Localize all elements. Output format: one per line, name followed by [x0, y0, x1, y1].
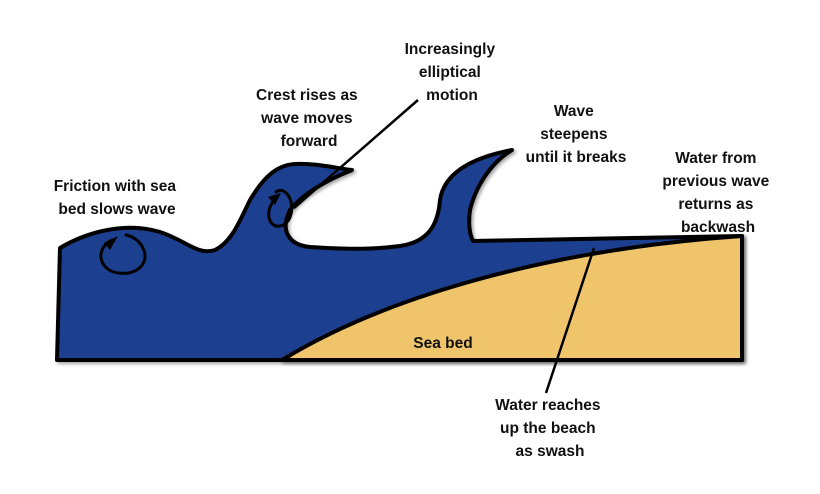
- swash-leader-line: [544, 247, 596, 394]
- swash-label: Water reaches up the beach as swash: [495, 397, 605, 460]
- sea-bed-label: Sea bed: [413, 335, 472, 352]
- elliptical-motion-label: Increasingly elliptical motion: [405, 41, 500, 104]
- backwash-label: Water from previous wave returns as back…: [662, 150, 773, 236]
- crest-label: Crest rises as wave moves forward: [256, 87, 362, 150]
- circular-motion-arrow-icon: [99, 233, 147, 275]
- steepens-label: Wave steepens until it breaks: [526, 103, 627, 166]
- sea-bed: [280, 234, 744, 362]
- elliptical-motion-arrow-icon: [267, 188, 294, 228]
- friction-label: Friction with sea bed slows wave: [54, 178, 181, 218]
- elliptical-leader-line: [293, 99, 419, 209]
